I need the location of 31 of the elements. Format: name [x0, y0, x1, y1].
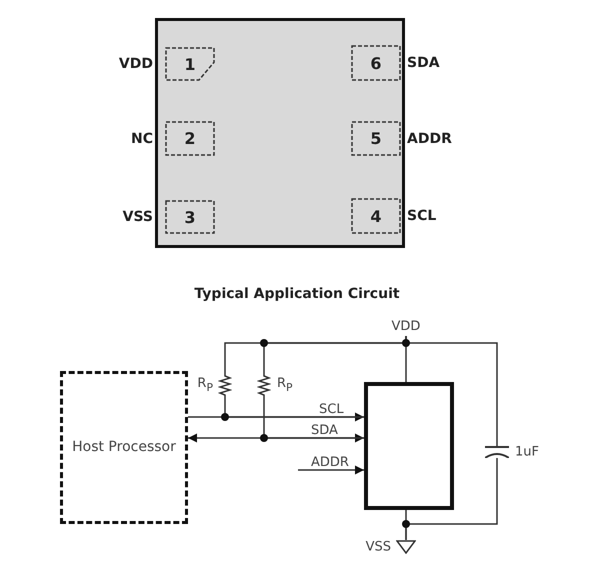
section-title: Typical Application Circuit	[193, 286, 401, 302]
wire	[224, 402, 364, 418]
dashed-box	[60, 371, 188, 524]
edge-label: SDA	[310, 424, 339, 437]
component-value: VSS	[366, 540, 391, 554]
signal-arrow	[188, 434, 364, 442]
pin-label: VSS	[122, 209, 153, 225]
wire	[405, 510, 407, 540]
supply-label: VDD	[386, 318, 426, 336]
box-label: Host Processor	[72, 438, 176, 457]
pin-label: NC	[131, 130, 153, 146]
pin-number: 2	[184, 129, 196, 148]
pin-label: ADDR	[407, 130, 452, 146]
pin-number: 3	[184, 208, 196, 226]
pin-label: SCL	[407, 208, 436, 224]
pin-number: 1	[184, 54, 196, 74]
edge-label: ADDR	[310, 456, 350, 469]
wire	[405, 336, 498, 446]
pin-label: SDA	[407, 55, 440, 71]
component-value: R$_{P}$	[197, 376, 213, 394]
pin-number: 5	[370, 129, 382, 148]
chip-box	[364, 382, 454, 510]
component-value: 1uF	[515, 444, 539, 460]
wire	[263, 402, 364, 439]
pin-number: 6	[370, 54, 382, 72]
edge-label: SCL	[318, 403, 345, 416]
signal-arrow	[188, 412, 364, 422]
pin-label: VDD	[118, 56, 153, 72]
component-value: R$_{P}$	[277, 376, 293, 394]
pin-number: 4	[370, 206, 382, 226]
signal-arrow	[298, 466, 364, 474]
